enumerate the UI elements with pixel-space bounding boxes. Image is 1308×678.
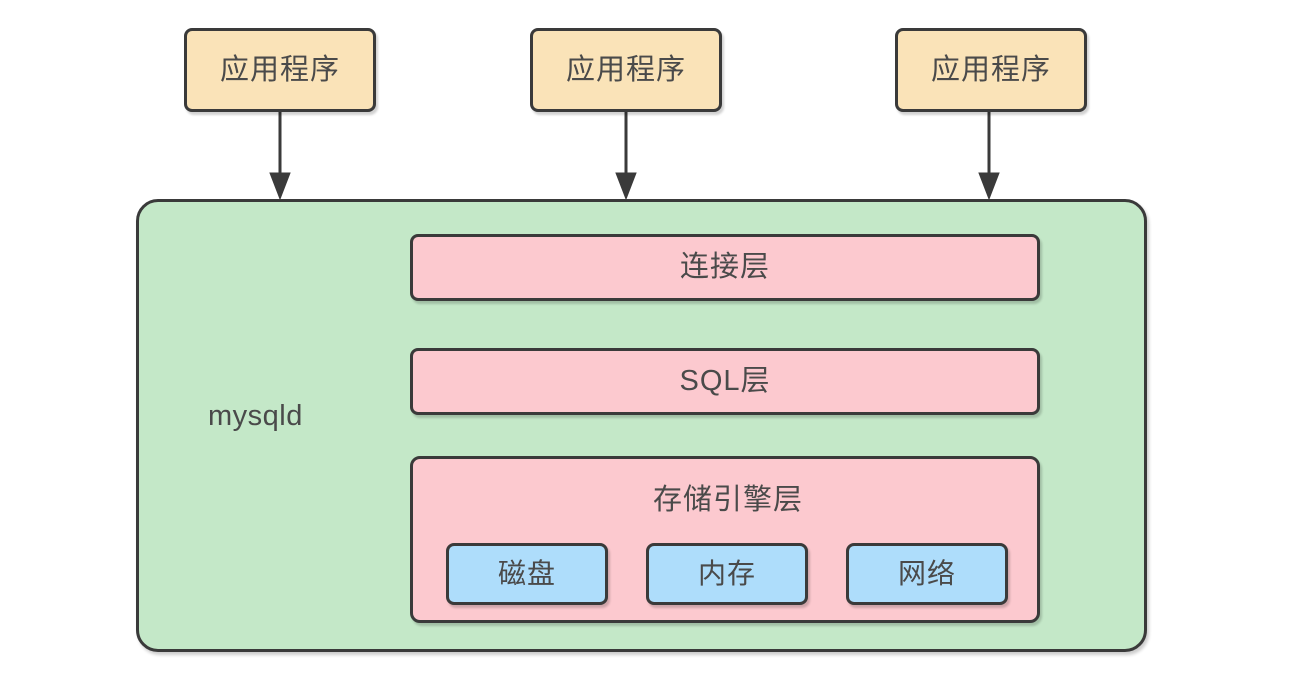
application-box-2[interactable]: 应用程序 xyxy=(530,28,722,112)
application-box-3[interactable]: 应用程序 xyxy=(895,28,1087,112)
connection-layer-label: 连接层 xyxy=(679,251,770,283)
resource-box-disk-label: 磁盘 xyxy=(497,558,556,589)
application-box-1-label: 应用程序 xyxy=(219,53,340,86)
application-box-2-label: 应用程序 xyxy=(565,53,686,86)
mysqld-label: mysqld xyxy=(208,400,303,432)
storage-engine-layer-box[interactable]: 存储引擎层 磁盘 内存 网络 xyxy=(410,456,1040,623)
arrow-app-3-to-mysqld xyxy=(978,112,1000,201)
sql-layer-box[interactable]: SQL层 xyxy=(410,348,1040,415)
resource-box-network-label: 网络 xyxy=(897,558,956,589)
storage-engine-layer-label: 存储引擎层 xyxy=(652,484,803,516)
resource-box-memory[interactable]: 内存 xyxy=(646,543,808,605)
resource-box-memory-label: 内存 xyxy=(697,558,756,589)
arrow-app-2-to-mysqld xyxy=(615,112,637,201)
sql-layer-label: SQL层 xyxy=(679,365,771,397)
resource-box-disk[interactable]: 磁盘 xyxy=(446,543,608,605)
application-box-3-label: 应用程序 xyxy=(930,53,1051,86)
resource-box-network[interactable]: 网络 xyxy=(846,543,1008,605)
application-box-1[interactable]: 应用程序 xyxy=(184,28,376,112)
arrow-app-1-to-mysqld xyxy=(269,112,291,201)
connection-layer-box[interactable]: 连接层 xyxy=(410,234,1040,301)
